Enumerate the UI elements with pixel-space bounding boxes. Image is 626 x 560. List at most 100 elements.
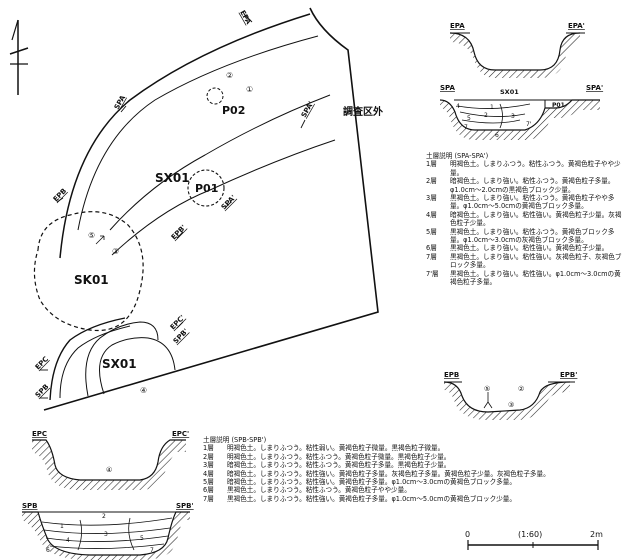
layer-desc: 暗褐色土。しまりふつう。粘性強い。黄褐色粒子多量。φ1.0cm～3.0cmの黄褐… [227, 478, 516, 487]
layer-no: 7層 [203, 494, 214, 503]
spa-layer-6: 6 [495, 132, 499, 139]
spb-layer-5: 5 [140, 535, 144, 542]
epc-right-label: EPC' [172, 430, 189, 438]
layer-no: 4層 [203, 469, 214, 478]
sx01-upper-inner-2 [109, 94, 331, 231]
sx01-upper-label: SX01 [155, 171, 190, 185]
legend-spa-row: 3層黒褐色土。しまり強い。粘性ふつう。黄褐色粒子やや多量。φ1.0cm～5.0c… [426, 194, 624, 211]
section-epa [449, 32, 585, 78]
legend-spa-row: 4層暗褐色土。しまり強い。粘性強い。黄褐色粒子少量。灰褐色粒子少量。 [426, 211, 624, 228]
layer-desc: 黒褐色土。しまりふつう。粘性強い。黄褐色粒子多量。φ1.0cm～5.0cmの黄褐… [227, 494, 516, 503]
epc-find-4: ④ [106, 466, 112, 474]
layer-no: 7層 [426, 252, 437, 261]
plan-epa-label: EPA [238, 9, 253, 26]
scale-ratio: (1:60) [518, 530, 542, 539]
spa-layer-4: 4 [456, 103, 460, 110]
sx01-lower-inner-3 [99, 337, 176, 395]
plan-find-3: ③ [112, 247, 119, 256]
spa-layer-1: 1 [490, 104, 494, 111]
epb-find-5: ⑤ [484, 385, 490, 393]
plan-spa-prime-2-label: SPA' [220, 194, 238, 212]
layer-no: 3層 [203, 461, 214, 470]
plan-spa-prime-label: SPA' [300, 100, 315, 119]
sx01-lower-inner-1 [59, 325, 131, 399]
legend-spb-title: 土層説明 (SPB-SPB') [203, 436, 267, 444]
legend-spb-row: 7層 黒褐色土。しまりふつう。粘性強い。黄褐色粒子多量。φ1.0cm～5.0cmの… [203, 495, 623, 503]
layer-no: 1層 [426, 160, 437, 169]
section-spb [22, 511, 190, 560]
plan-spa-label: SPA [113, 94, 128, 111]
layer-no: 1層 [203, 444, 214, 453]
spb-layer-1: 1 [60, 523, 64, 530]
epa-left-label: EPA [450, 22, 465, 30]
legend-spb-row: 6層黒褐色土。しまりふつう。粘性ふつう。黄褐色粒子やや少量。 [203, 486, 623, 494]
layer-no: 2層 [203, 452, 214, 461]
sx01-upper-outline [59, 13, 311, 259]
layer-desc: 黒褐色土。しまり強い。粘性強い。灰褐色粒子、灰褐色ブロック多量。 [450, 252, 622, 270]
layer-desc: 暗褐色土。しまりふつう。粘性強い。黄褐色粒子多量。灰褐色粒子多量。黄褐色粒子少量… [227, 469, 550, 478]
sk01-outline [33, 211, 144, 332]
spb-right-label: SPB' [176, 502, 194, 510]
plan-find-2: ② [226, 71, 233, 80]
survey-boundary [43, 7, 379, 411]
layer-no: 2層 [426, 177, 437, 186]
layer-desc: 明褐色土。しまりふつう。粘性ふつう。黄褐色粒子微量。黒褐色粒子少量。 [227, 452, 451, 461]
plan-epb-label: EPB [52, 187, 68, 203]
legend-spa: 土層説明 (SPA-SPA') 1層 明褐色土。しまりふつう。粘性ふつう。黄褐色粒… [426, 152, 624, 287]
epa-right-label: EPA' [568, 22, 585, 30]
layer-no: 3層 [426, 194, 437, 203]
north-arrow-icon [9, 19, 29, 95]
section-spa [439, 99, 600, 140]
legend-spa-row: 6層黒褐色土。しまり強い。粘性強い。黄褐色粒子少量。 [426, 244, 624, 252]
p02-outline [206, 87, 224, 105]
legend-spb-row: 5層 暗褐色土。しまりふつう。粘性強い。黄褐色粒子多量。φ1.0cm～3.0cmの… [203, 478, 623, 486]
outside-area-label: 調査区外 [343, 105, 383, 118]
epb-right-label: EPB' [560, 371, 577, 379]
sx01-lower-inner-2 [85, 321, 159, 397]
layer-desc: 明褐色土。しまりふつう。粘性弱い。黄褐色粒子微量。黒褐色粒子微量。 [227, 444, 445, 453]
legend-spa-row: 1層 明褐色土。しまりふつう。粘性ふつう。黄褐色粒子やや少量。 [426, 160, 624, 177]
layer-desc: 黒褐色土。しまりふつう。粘性ふつう。黄褐色粒子やや少量。 [227, 486, 411, 495]
layer-desc: 明褐色土。しまりふつう。粘性ふつう。黄褐色粒子やや少量。 [450, 160, 621, 177]
spb-left-label: SPB [22, 502, 38, 510]
legend-spa-row: 5層黒褐色土。しまり強い。粘性ふつう。黄褐色ブロック多量。φ1.0cm～3.0c… [426, 228, 624, 245]
plan-find-1: ① [246, 85, 253, 94]
spa-layer-7p: 7' [526, 121, 532, 128]
epb-find-2: ② [518, 385, 524, 393]
legend-spa-title: 土層説明 (SPA-SPA') [426, 152, 489, 160]
plan-view [33, 7, 379, 411]
spb-layer-7: 7 [150, 547, 154, 554]
sk01-arrow-icon [95, 235, 105, 245]
layer-desc: 黒褐色土。しまり強い。粘性強い。φ1.0cm～3.0cmの黄褐色粒子多量。 [450, 269, 621, 287]
scale-zero: 0 [465, 530, 470, 539]
sk01-label: SK01 [74, 273, 109, 287]
layer-no: 6層 [426, 244, 437, 253]
sx01-lower-label: SX01 [102, 357, 137, 371]
epc-left-label: EPC [32, 430, 47, 438]
sx01-upper-inner-3 [111, 139, 336, 256]
plan-find-4: ④ [140, 386, 147, 395]
layer-no: 5層 [203, 478, 214, 487]
sx01-upper-inner [77, 35, 319, 231]
spb-layer-6: 6 [46, 547, 50, 554]
plan-spb-label: SPB [34, 383, 51, 400]
epb-arrow-icon [483, 392, 493, 409]
plan-epc-label: EPC [34, 355, 50, 371]
layer-no: 4層 [426, 210, 437, 219]
legend-spb-row: 2層 明褐色土。しまりふつう。粘性ふつう。黄褐色粒子微量。黒褐色粒子少量。 [203, 453, 623, 461]
spa-layer-5: 5 [467, 115, 471, 122]
legend-spa-row: 2層 暗褐色土。しまり強い。粘性ふつう。黄褐色粒子多量。φ1.0cm～2.0cmの… [426, 177, 624, 194]
layer-desc: 暗褐色土。しまり強い。粘性ふつう。黄褐色粒子多量。φ1.0cm～2.0cmの黒褐… [450, 177, 615, 194]
spb-layer-4: 4 [66, 537, 70, 544]
spa-p01-label: P01 [552, 102, 565, 109]
plan-epb-prime-label: EPB' [170, 223, 188, 241]
legend-spb-row: 3層暗褐色土。しまりふつう。粘性ふつう。黄褐色粒子多量。黒褐色粒子少量。 [203, 461, 623, 469]
spa-left-label: SPA [440, 84, 456, 92]
plan-find-5: ⑤ [88, 231, 95, 240]
layer-desc: 黒褐色土。しまり強い。粘性ふつう。黄褐色ブロック多量。φ1.0cm～3.0cmの… [450, 227, 615, 245]
sx01-lower-outer [49, 317, 126, 401]
p01-outline [187, 169, 225, 207]
spa-layer-2: 2 [484, 112, 488, 119]
spb-layer-3: 3 [104, 531, 108, 538]
